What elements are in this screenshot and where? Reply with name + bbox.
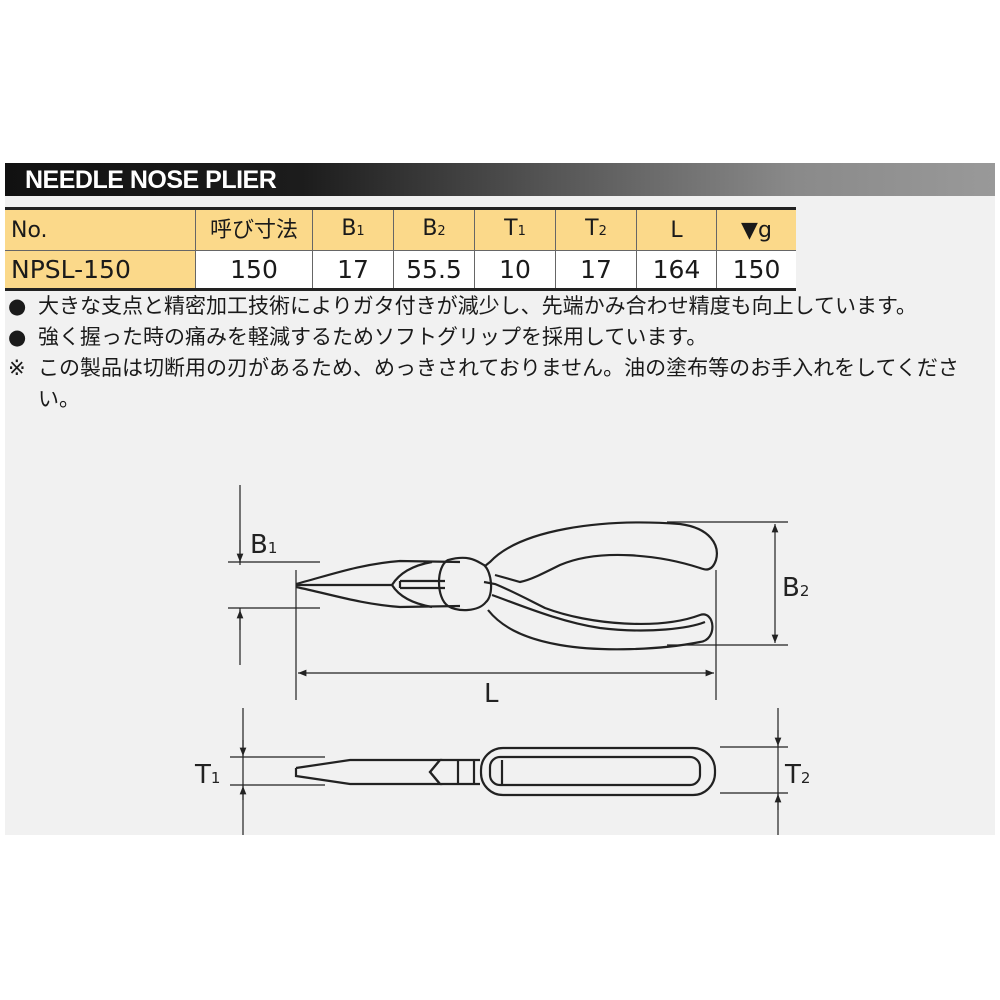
note-item: ※ この製品は切断用の刃があるため、めっきされておりません。油の塗布等のお手入れ… — [8, 353, 998, 415]
cell-l: 164 — [636, 250, 717, 291]
header-weight: ▼g — [716, 207, 796, 251]
b1-dimension-icon — [228, 485, 320, 665]
note-item: ● 大きな支点と精密加工技術によりガタ付きが減少し、先端かみ合わせ精度も向上して… — [8, 291, 998, 322]
label-t2: T2 — [784, 760, 810, 790]
product-title: NEEDLE NOSE PLIER — [25, 166, 277, 194]
header-t2: T2 — [555, 207, 637, 251]
cell-nominal-size: 150 — [195, 250, 313, 291]
reference-mark-icon: ※ — [8, 356, 26, 380]
l-dimension-icon — [295, 570, 717, 700]
side-view-plier-icon — [295, 521, 718, 651]
feature-notes: ● 大きな支点と精密加工技術によりガタ付きが減少し、先端かみ合わせ精度も向上して… — [8, 291, 998, 415]
bullet-icon: ● — [8, 294, 27, 318]
header-b1: B1 — [312, 207, 394, 251]
note-item: ● 強く握った時の痛みを軽減するためソフトグリップを採用しています。 — [8, 322, 998, 353]
t1-dimension-icon — [230, 708, 325, 835]
cell-t1: 10 — [474, 250, 556, 291]
note-text: この製品は切断用の刃があるため、めっきされておりません。油の塗布等のお手入れをし… — [38, 356, 959, 411]
header-nominal-size: 呼び寸法 — [195, 207, 313, 251]
cell-t2: 17 — [555, 250, 637, 291]
top-view-plier-icon — [294, 746, 717, 797]
title-bar: NEEDLE NOSE PLIER — [5, 163, 995, 196]
spec-table: No. 呼び寸法 B1 B2 T1 T2 L ▼g NPSL-150 150 1… — [5, 207, 796, 291]
bullet-icon: ● — [8, 325, 27, 349]
label-b2: B2 — [782, 573, 809, 603]
plier-dimension-diagram: B1 L B2 T1 T2 — [194, 485, 810, 835]
cell-weight: 150 — [716, 250, 796, 291]
cell-b2: 55.5 — [393, 250, 475, 291]
label-l: L — [484, 679, 499, 709]
spec-table-header: No. 呼び寸法 B1 B2 T1 T2 L ▼g — [5, 207, 796, 251]
label-t1: T1 — [194, 760, 220, 790]
t2-dimension-icon — [720, 708, 788, 835]
b2-dimension-icon — [667, 521, 788, 646]
note-text: 大きな支点と精密加工技術によりガタ付きが減少し、先端かみ合わせ精度も向上していま… — [38, 294, 917, 318]
cell-model-no: NPSL-150 — [5, 250, 196, 291]
header-t1: T1 — [474, 207, 556, 251]
cell-b1: 17 — [312, 250, 394, 291]
header-b2: B2 — [393, 207, 475, 251]
header-l: L — [636, 207, 717, 251]
label-b1: B1 — [250, 530, 277, 560]
note-text: 強く握った時の痛みを軽減するためソフトグリップを採用しています。 — [38, 325, 708, 349]
header-no: No. — [5, 207, 196, 251]
table-row: NPSL-150 150 17 55.5 10 17 164 150 — [5, 250, 796, 291]
